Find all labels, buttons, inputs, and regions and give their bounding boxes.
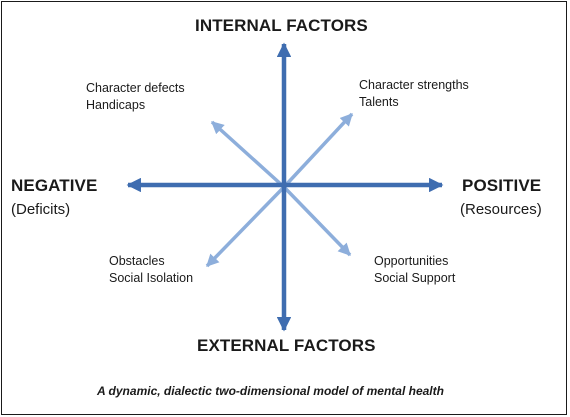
quadrant-top-right-label: Character strengths Talents: [359, 77, 469, 111]
quadrant-bottom-right-label: Opportunities Social Support: [374, 253, 455, 287]
quadrant-bottom-right-line-2: Social Support: [374, 271, 456, 285]
positive-label: POSITIVE: [462, 176, 542, 195]
quadrant-bottom-left-line-2: Social Isolation: [109, 271, 194, 285]
quadrant-top-right-line-2: Talents: [359, 95, 399, 109]
resources-label: (Resources): [460, 201, 542, 218]
diagonal-arrow-top-right: [282, 112, 354, 189]
diagram-caption: A dynamic, dialectic two-dimensional mod…: [97, 384, 444, 398]
internal-factors-label: INTERNAL FACTORS: [195, 16, 368, 35]
quadrant-bottom-left-label: Obstacles Social Isolation: [109, 253, 193, 287]
external-factors-label: EXTERNAL FACTORS: [197, 336, 376, 355]
deficits-label: (Deficits): [11, 201, 71, 218]
quadrant-top-left-label: Character defects Handicaps: [86, 80, 185, 114]
negative-label: NEGATIVE: [11, 176, 98, 195]
quadrant-top-left-line-1: Character defects: [86, 81, 185, 95]
diagonal-arrow-bottom-left: [205, 185, 286, 268]
quadrant-bottom-right-line-1: Opportunities: [374, 254, 449, 268]
diagonal-arrow-top-left: [210, 120, 286, 189]
quadrant-top-right-line-1: Character strengths: [359, 78, 469, 92]
diagonal-arrow-bottom-right: [282, 185, 352, 257]
quadrant-bottom-left-line-1: Obstacles: [109, 254, 165, 268]
quadrant-top-left-line-2: Handicaps: [86, 98, 146, 112]
